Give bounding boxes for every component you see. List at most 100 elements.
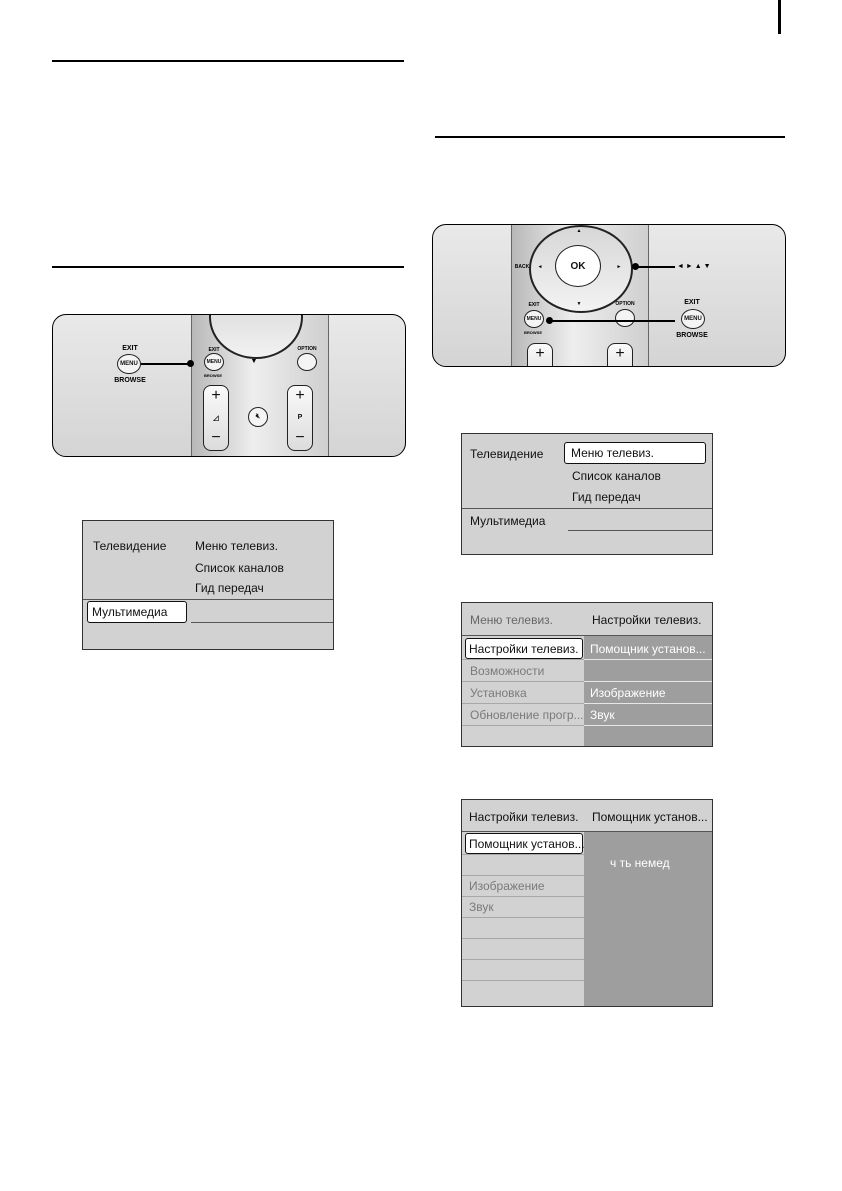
info-text: ч ть немед [610,856,670,870]
exit-label-small: EXIT [528,302,540,308]
volume-rocker: + ◿ − [203,385,229,451]
row-divider [462,681,584,682]
menu-item-tv-settings-selected[interactable]: Настройки телевиз. [465,638,583,659]
row-divider [462,917,584,918]
exit-label: EXIT [122,345,138,352]
row-divider [462,875,584,876]
submenu-item-picture[interactable]: Изображение [590,686,666,700]
back-label: BACK [514,264,530,270]
ok-label: OK [570,260,586,272]
menu-item-multimedia[interactable]: Мультимедиа [470,514,546,528]
menu-header-left: Меню телевиз. [470,613,553,627]
row-divider [462,659,584,660]
volume-rocker: + [527,343,553,366]
arrow-left-icon: ◄ [537,264,543,270]
arrow-down-icon: ▼ [576,301,582,307]
menu-item-setup-assistant-selected[interactable]: Помощник установ... [465,833,585,854]
info-panel [584,832,712,1006]
callout-line [141,363,191,365]
submenu-item-sound[interactable]: Звук [590,708,615,722]
submenu-item-setup-assistant[interactable]: Помощник установ... [590,642,706,656]
browse-label: BROWSE [114,377,146,384]
arrow-right-icon: ► [616,264,622,270]
row-divider [584,659,712,660]
menu-item-program-guide[interactable]: Гид передач [195,581,264,595]
arrow-down-icon: ▼ [250,358,258,365]
remote-illustration-left: ▼ EXIT MENU BROWSE EXIT MENU BROWSE OPTI… [52,314,406,457]
exit-label-small: EXIT [208,347,220,353]
tv-menu-multimedia: Телевидение Меню телевиз. Список каналов… [82,520,334,650]
menu-item-setup-assistant-label: Помощник установ... [469,837,585,851]
tv-settings-menu: Меню телевиз. Настройки телевиз. Настрой… [461,602,713,747]
menu-item-tv[interactable]: Телевидение [93,539,167,553]
section-rule [52,266,404,268]
menu-divider [568,530,712,531]
menu-item-channel-list[interactable]: Список каналов [195,561,284,575]
callout-dot [632,263,639,270]
menu-divider [191,622,333,623]
menu-item-program-guide[interactable]: Гид передач [572,490,641,504]
callout-dot [187,360,194,367]
menu-button: MENU [524,310,544,328]
setup-assistant-menu: Настройки телевиз. Помощник установ... П… [461,799,713,1007]
option-button [297,353,317,371]
callout-line [551,320,675,322]
menu-item-tv-settings-label: Настройки телевиз. [469,642,579,656]
program-rocker: + P − [287,385,313,451]
menu-item-installation[interactable]: Установка [470,686,527,700]
section-rule [435,136,785,138]
option-button [615,309,635,327]
menu-header-right: Настройки телевиз. [592,613,702,627]
menu-divider [462,635,712,636]
menu-divider [83,599,333,600]
tv-menu-main: Телевидение Меню телевиз. Список каналов… [461,433,713,555]
plus-icon: + [211,387,221,404]
row-divider [584,703,712,704]
menu-item-software-update[interactable]: Обновление прогр... [470,708,584,722]
row-divider [462,938,584,939]
menu-divider [462,831,712,832]
row-divider [462,980,584,981]
row-divider [584,681,712,682]
browse-label: BROWSE [676,332,708,339]
row-divider [462,959,584,960]
volume-icon: ◿ [213,415,219,422]
menu-item-tv-menu-label: Меню телевиз. [571,446,654,460]
menu-button-large: MENU [681,309,705,329]
callout-dot [546,317,553,324]
plus-icon: + [295,387,305,404]
exit-label: EXIT [684,299,700,306]
menu-button-large: MENU [117,354,141,374]
menu-item-tv-menu-selected[interactable]: Меню телевиз. [564,442,706,464]
menu-item-features[interactable]: Возможности [470,664,545,678]
row-divider [462,725,584,726]
plus-icon: + [535,345,545,362]
menu-item-tv-menu[interactable]: Меню телевиз. [195,539,278,553]
menu-item-picture[interactable]: Изображение [469,879,545,893]
option-label: OPTION [297,346,317,352]
arrow-up-icon: ▲ [576,228,582,234]
menu-label-small: MENU [526,316,542,322]
page-edge-bar [778,0,781,34]
menu-item-channel-list[interactable]: Список каналов [572,469,661,483]
row-divider [462,703,584,704]
callout-line [637,266,675,268]
menu-divider [462,508,712,509]
menu-item-multimedia-selected[interactable]: Мультимедиа [87,601,187,623]
plus-icon: + [615,345,625,362]
minus-icon: − [211,429,221,446]
p-label: P [297,414,303,421]
program-rocker: + [607,343,633,366]
browse-label-small: BROWSE [524,330,542,335]
menu-item-sound[interactable]: Звук [469,900,494,914]
menu-header-left: Настройки телевиз. [469,810,579,824]
remote-illustration-right: ▲ ▼ ◄ ► OK BACK EXIT MENU BROWSE OPTION … [432,224,786,367]
menu-label: MENU [684,316,702,322]
menu-header-right: Помощник установ... [592,810,708,824]
minus-icon: − [295,429,305,446]
mute-button: 🔇︎ [248,407,268,427]
ok-button: OK [555,245,601,287]
menu-item-multimedia-label: Мультимедиа [92,605,168,619]
row-divider [462,854,584,855]
menu-item-tv[interactable]: Телевидение [470,447,544,461]
